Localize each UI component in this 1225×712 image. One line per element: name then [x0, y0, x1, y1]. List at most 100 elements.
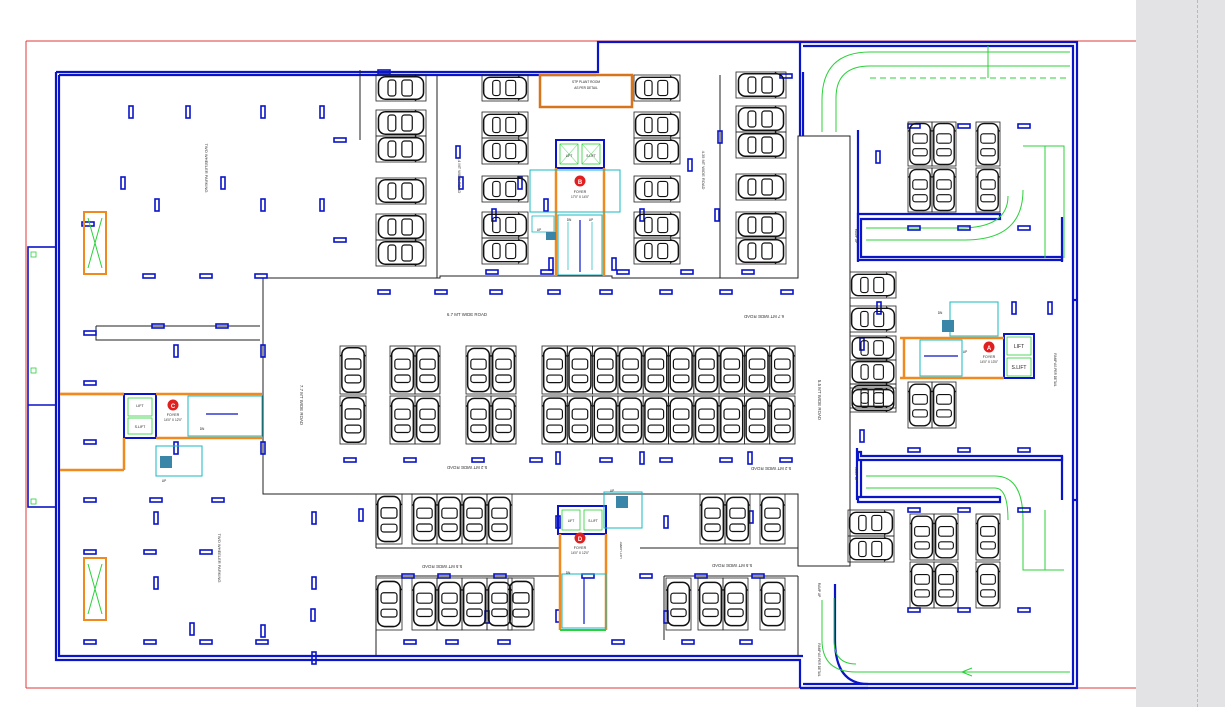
road-67-right-label: 6.7 MT WIDE ROAD — [744, 314, 784, 319]
parking-bay — [642, 345, 670, 395]
car-icon — [642, 397, 670, 443]
parking-bay — [633, 237, 681, 265]
car-icon — [377, 239, 425, 267]
structural-column — [907, 607, 921, 613]
structural-column — [1017, 447, 1031, 453]
car-icon — [737, 211, 785, 239]
car-icon — [848, 535, 894, 563]
car-icon — [461, 581, 488, 627]
core-d-dn: DN — [566, 571, 571, 575]
structural-column — [151, 323, 165, 329]
car-icon — [377, 177, 425, 205]
structural-column — [1011, 301, 1017, 315]
parking-bay — [436, 493, 463, 545]
structural-column — [859, 429, 865, 443]
parking-bay — [375, 239, 427, 267]
structural-column — [611, 639, 625, 645]
car-icon — [933, 515, 959, 559]
structural-column — [907, 447, 921, 453]
parking-bay — [541, 395, 569, 445]
parking-bay — [591, 345, 619, 395]
parking-bay — [667, 345, 695, 395]
parking-bay — [375, 577, 403, 631]
structural-column — [611, 257, 617, 271]
car-icon — [737, 237, 785, 265]
drawing-viewport[interactable]: B FOYER 17'0" X 14'0" LIFT S.LIFT STP PL… — [0, 0, 1136, 707]
structural-column — [260, 198, 266, 212]
car-icon — [850, 305, 896, 333]
car-icon — [436, 581, 463, 627]
central-island — [95, 70, 851, 656]
road-55-bottom-left-label: 5.5 MT WIDE ROAD — [422, 564, 462, 569]
parking-bay — [617, 345, 644, 395]
structural-column — [260, 441, 266, 455]
car-icon — [414, 347, 441, 393]
parking-bay — [481, 111, 529, 139]
structural-column — [377, 69, 391, 75]
structural-column — [639, 573, 653, 579]
structural-column — [751, 573, 765, 579]
car-icon — [851, 359, 895, 385]
car-icon — [909, 563, 935, 607]
structural-column — [489, 289, 503, 295]
core-c-slift: S.LIFT — [135, 425, 147, 429]
structural-column — [599, 457, 613, 463]
structural-column — [547, 289, 561, 295]
structural-column — [1017, 123, 1031, 129]
parking-bay — [375, 109, 427, 137]
parking-bay — [490, 395, 517, 445]
structural-column — [485, 269, 499, 275]
structural-column — [458, 176, 464, 190]
structural-column — [875, 150, 881, 164]
parking-bay — [724, 493, 751, 545]
structural-column — [663, 515, 669, 529]
car-icon — [411, 496, 438, 542]
parking-bay — [847, 535, 895, 563]
parking-bay — [931, 121, 957, 167]
parking-bay — [490, 345, 517, 395]
parking-bay — [665, 577, 692, 631]
structural-column — [83, 497, 97, 503]
structural-column — [639, 451, 645, 465]
car-icon — [907, 383, 933, 427]
wing-markers — [30, 251, 37, 505]
core-a-lift: LIFT — [1014, 344, 1024, 350]
parking-bay — [735, 71, 787, 99]
road-52-left-label: 5.2 MT WIDE ROAD — [447, 465, 487, 470]
structural-column — [957, 225, 971, 231]
structural-column — [185, 105, 191, 119]
stp-room-note: AS PER DETAIL — [574, 86, 598, 90]
parking-bays — [339, 71, 1001, 631]
car-icon — [375, 580, 403, 628]
structural-column — [403, 457, 417, 463]
structural-column — [319, 105, 325, 119]
core-b-slift: S.LIFT — [586, 154, 596, 158]
structural-column — [173, 344, 179, 358]
structural-column — [1017, 507, 1031, 513]
structural-column — [311, 651, 317, 665]
structural-column — [780, 289, 794, 295]
structural-column — [581, 573, 595, 579]
side-panel — [1136, 0, 1225, 707]
structural-column — [83, 380, 97, 386]
structural-column — [548, 257, 554, 271]
ramp-up-mid-label: RAMP UP — [854, 467, 858, 481]
parking-bay — [849, 387, 897, 413]
panel-divider — [1197, 0, 1198, 707]
car-icon — [909, 515, 935, 559]
car-icon — [634, 111, 680, 139]
structural-column — [599, 289, 613, 295]
structural-column — [199, 273, 213, 279]
parking-bay — [481, 237, 529, 265]
car-icon — [566, 397, 594, 443]
core-a-foyer: FOYER — [983, 355, 996, 359]
structural-column — [497, 639, 511, 645]
parking-bay — [566, 345, 594, 395]
structural-column — [687, 158, 693, 172]
structural-column — [154, 198, 160, 212]
core-a-size: 14'0" X 13'0" — [980, 360, 998, 364]
outer-walls — [27, 40, 1079, 690]
parking-bay — [541, 345, 569, 395]
core-c-size: 14'0" X 12'0" — [164, 418, 182, 422]
core-a-up: UP — [963, 350, 967, 354]
